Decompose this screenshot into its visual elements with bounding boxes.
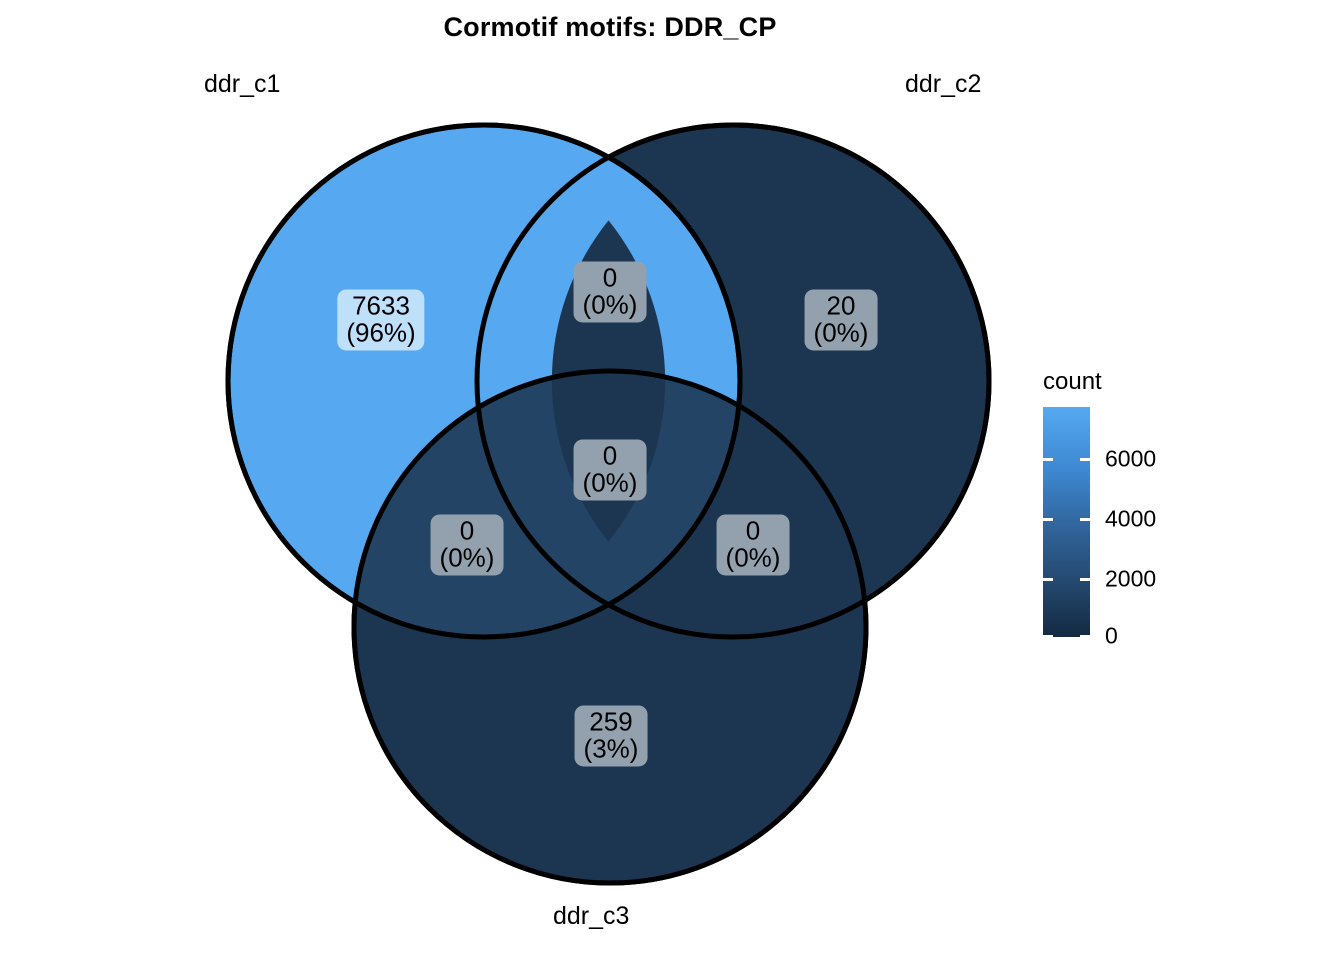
region-count: 20 [826,290,856,321]
region-count: 0 [459,515,475,546]
region-percent: (0%) [582,467,638,497]
legend-tick-label-6000: 6000 [1105,445,1157,472]
region-percent: (3%) [583,733,639,763]
legend-tick-6000-right [1080,458,1090,461]
legend-tick-label-4000: 4000 [1105,505,1157,532]
region-label-c2-only: 20 (0%) [804,289,878,351]
region-count: 0 [602,262,618,293]
legend-tick-2000-right [1080,578,1090,581]
region-label-c1-c3: 0 (0%) [430,514,504,576]
region-percent: (0%) [582,289,638,319]
legend-title: count [1043,368,1102,395]
page-title: Cormotif motifs: DDR_CP [443,12,777,42]
region-count: 0 [745,515,761,546]
region-percent: (0%) [725,542,781,572]
set-label-ddr-c2: ddr_c2 [905,70,982,98]
venn-diagram: 7633 (96%) 0 (0%) 20 (0%) 0 (0%) 0 (0%) … [225,122,992,886]
region-percent: (0%) [439,542,495,572]
venn-circle-ddr-c2-outline [474,122,992,640]
set-label-ddr-c1: ddr_c1 [204,70,281,98]
legend: count 6000 4000 2000 0 [1036,360,1226,660]
region-count: 259 [589,706,633,737]
region-percent: (0%) [813,317,869,347]
legend-tick-4000-right [1080,518,1090,521]
legend-tick-label-0: 0 [1105,622,1118,649]
region-count: 0 [602,440,618,471]
set-label-ddr-c3: ddr_c3 [553,902,630,930]
region-percent: (96%) [346,317,416,347]
legend-tick-label-2000: 2000 [1105,565,1157,592]
region-label-c3-only: 259 (3%) [574,705,648,767]
venn-circles-svg [225,122,992,886]
region-count: 7633 [352,290,410,321]
venn-circle-ddr-c1-outline [225,122,743,640]
region-label-c1-c2: 0 (0%) [573,261,647,323]
region-label-c2-c3: 0 (0%) [716,514,790,576]
legend-tick-0-left [1043,635,1053,638]
legend-tick-6000-left [1043,458,1053,461]
legend-tick-2000-left [1043,578,1053,581]
legend-tick-0-right [1080,635,1090,638]
legend-gradient [1043,407,1090,637]
region-label-c1-c2-c3: 0 (0%) [573,439,647,501]
venn-circle-ddr-c3-outline [351,368,869,886]
legend-tick-4000-left [1043,518,1053,521]
legend-colorbar[interactable]: 6000 4000 2000 0 [1043,407,1156,649]
region-label-c1-only: 7633 (96%) [337,289,425,351]
